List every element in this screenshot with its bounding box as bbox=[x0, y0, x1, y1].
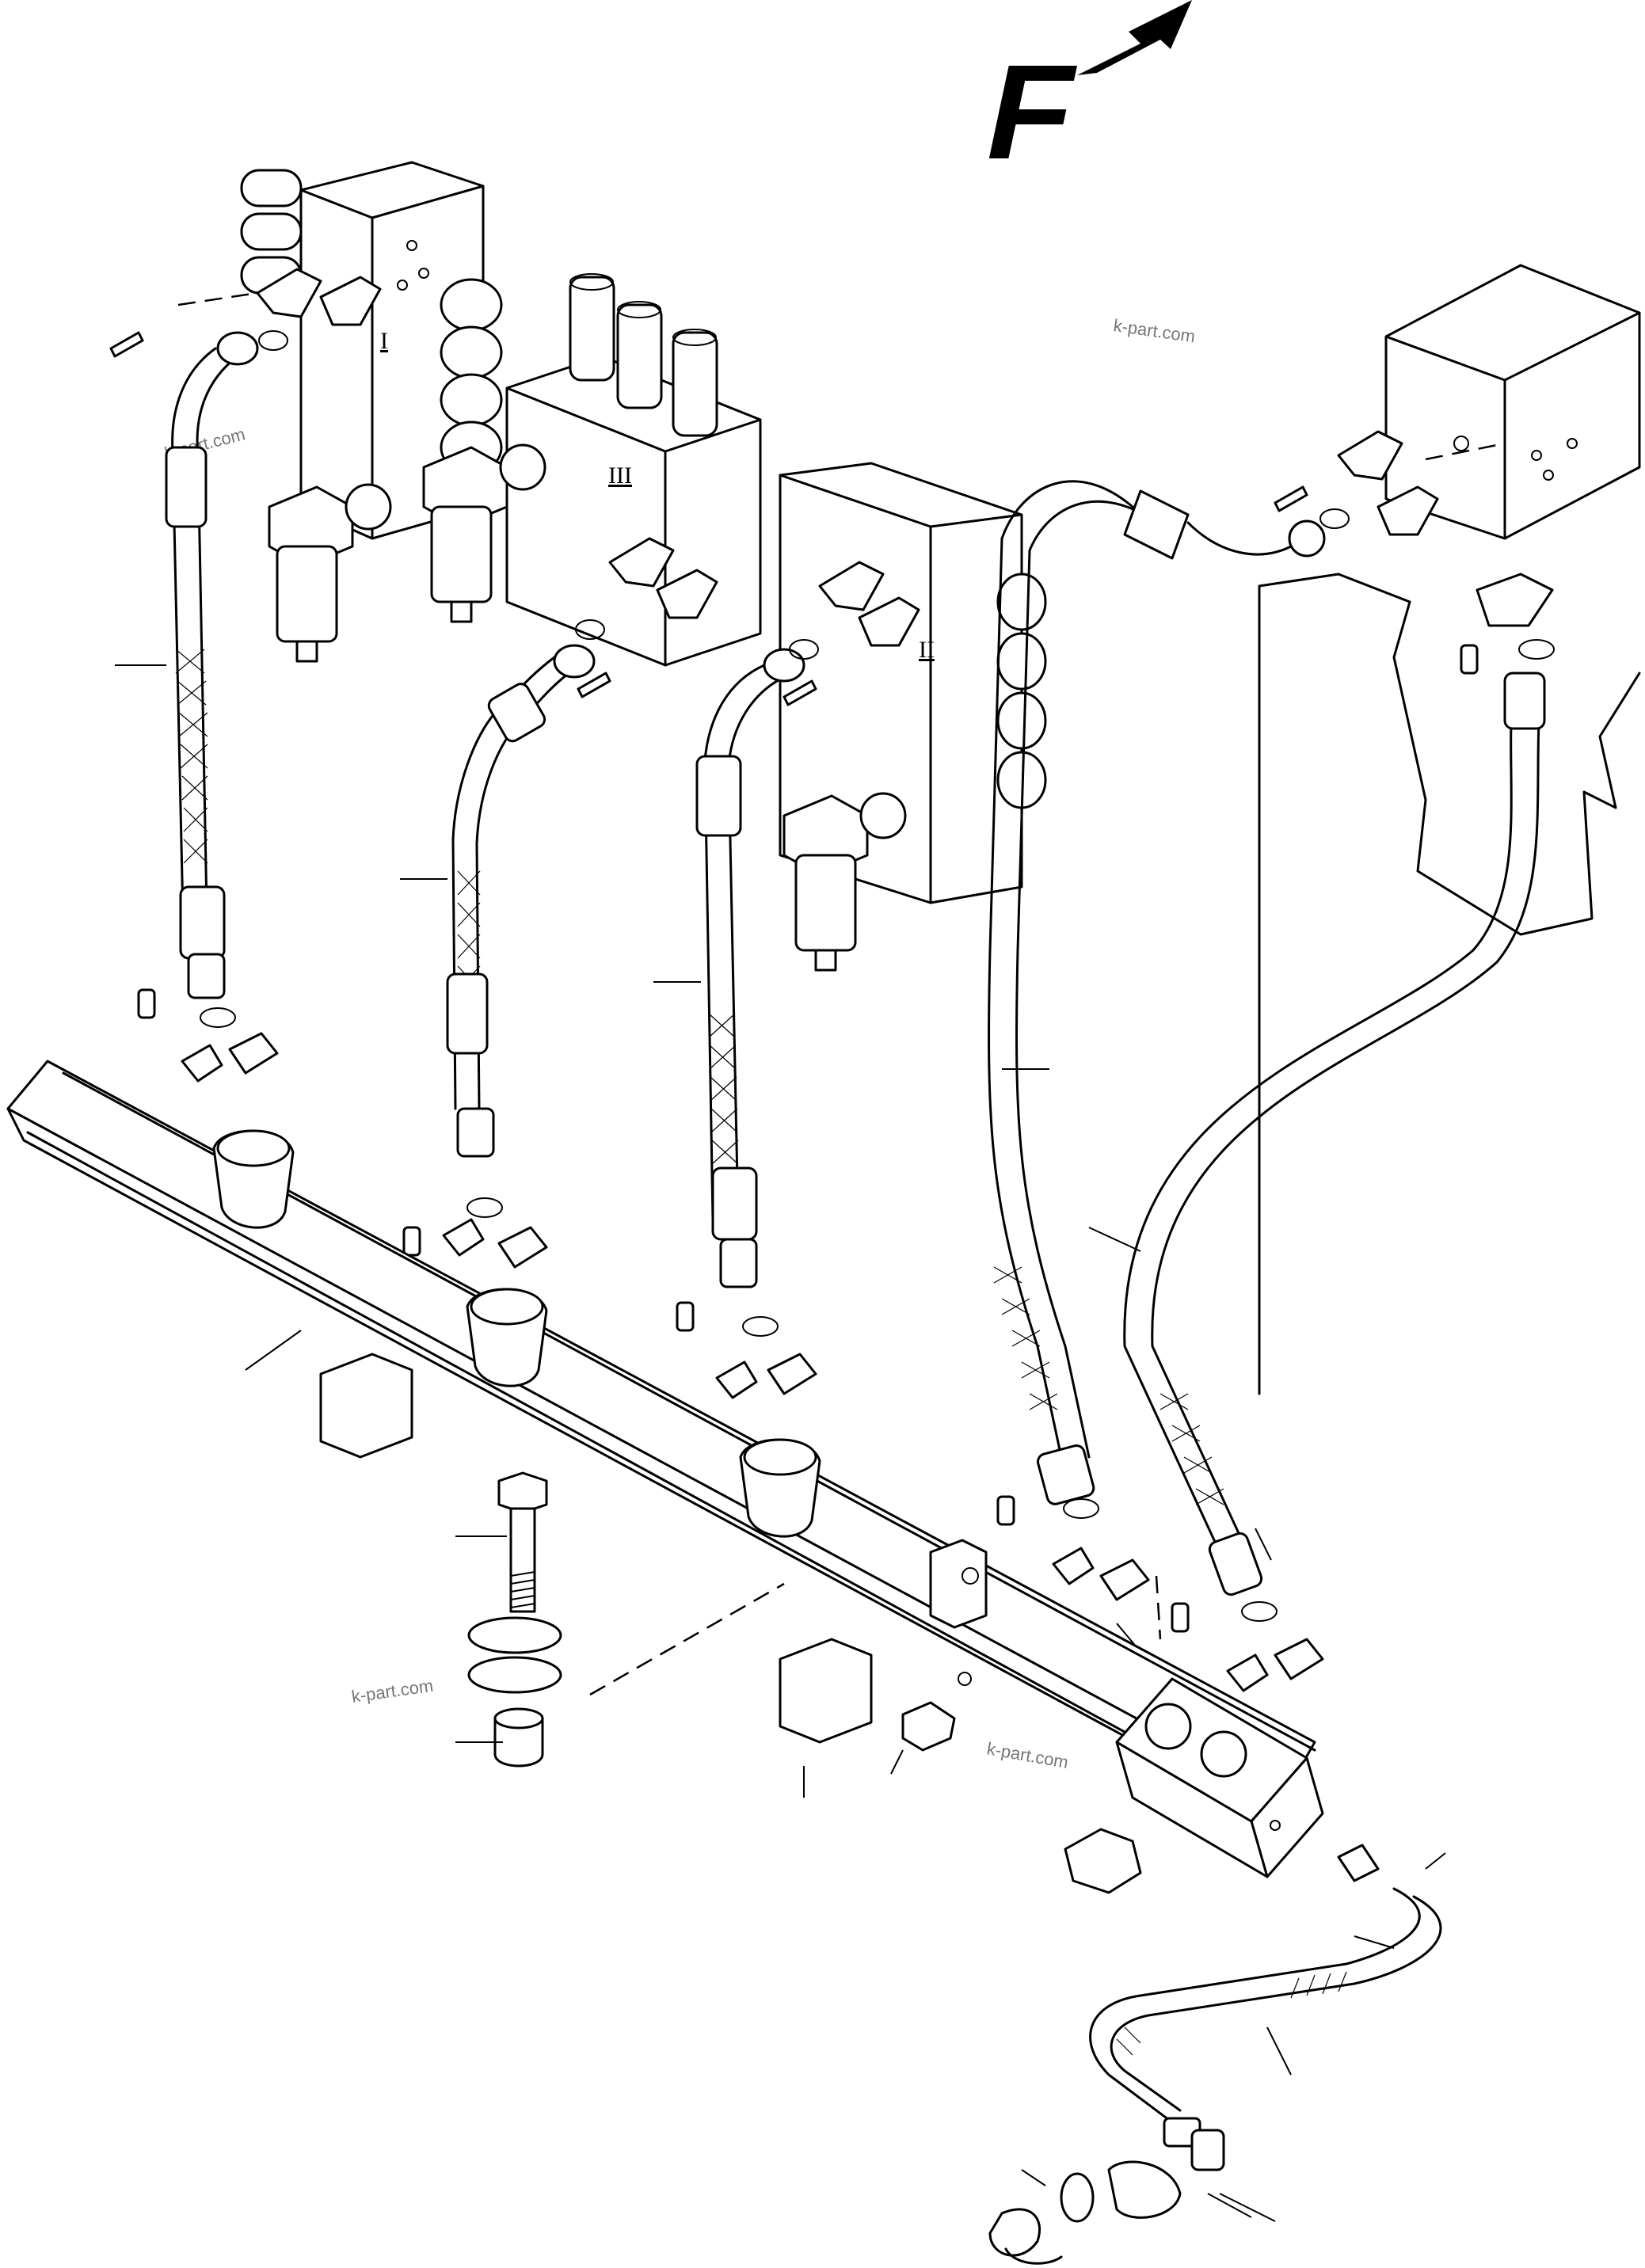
mounting-bolt bbox=[467, 1471, 562, 1768]
view-tag-i: I bbox=[380, 328, 388, 354]
flange-clamp bbox=[109, 268, 382, 358]
flange-clamp bbox=[402, 1197, 548, 1269]
view-tag-ii: II bbox=[919, 637, 935, 663]
line-filter bbox=[783, 792, 907, 972]
line-filter bbox=[422, 443, 546, 623]
drain-hose bbox=[988, 1844, 1442, 2265]
flange-clamp bbox=[1460, 573, 1555, 675]
flange-clamp bbox=[575, 537, 718, 698]
direction-letter: F bbox=[974, 37, 1088, 188]
hydraulic-hose bbox=[695, 648, 805, 1288]
header-pipe bbox=[6, 1060, 1316, 1815]
hex-plug bbox=[901, 1701, 1142, 1894]
watermark-text: k-part.com bbox=[985, 1738, 1070, 1772]
flange-clamp bbox=[1274, 430, 1439, 536]
flange-clamp bbox=[996, 1495, 1150, 1601]
manifold-block bbox=[1115, 1677, 1324, 1878]
flange-clamp bbox=[676, 1301, 817, 1399]
hydraulic-hose bbox=[1123, 672, 1546, 1596]
hydraulic-hose bbox=[165, 331, 259, 999]
flange-clamp bbox=[1171, 1601, 1324, 1692]
flange-clamp bbox=[783, 561, 920, 706]
direction-marker: F bbox=[974, 0, 1192, 188]
callout-leaders bbox=[115, 291, 1506, 2222]
hydraulic-hose bbox=[988, 480, 1326, 1505]
flange-clamp bbox=[137, 988, 279, 1083]
front-arrow-icon bbox=[1077, 0, 1192, 75]
watermark-text: k-part.com bbox=[350, 1676, 434, 1707]
hydraulic-hose bbox=[446, 644, 596, 1158]
right-manifold-block bbox=[1258, 264, 1641, 1395]
view-tag-iii: III bbox=[608, 462, 632, 489]
line-filter bbox=[268, 483, 392, 663]
watermark-text: k-part.com bbox=[1112, 315, 1196, 346]
